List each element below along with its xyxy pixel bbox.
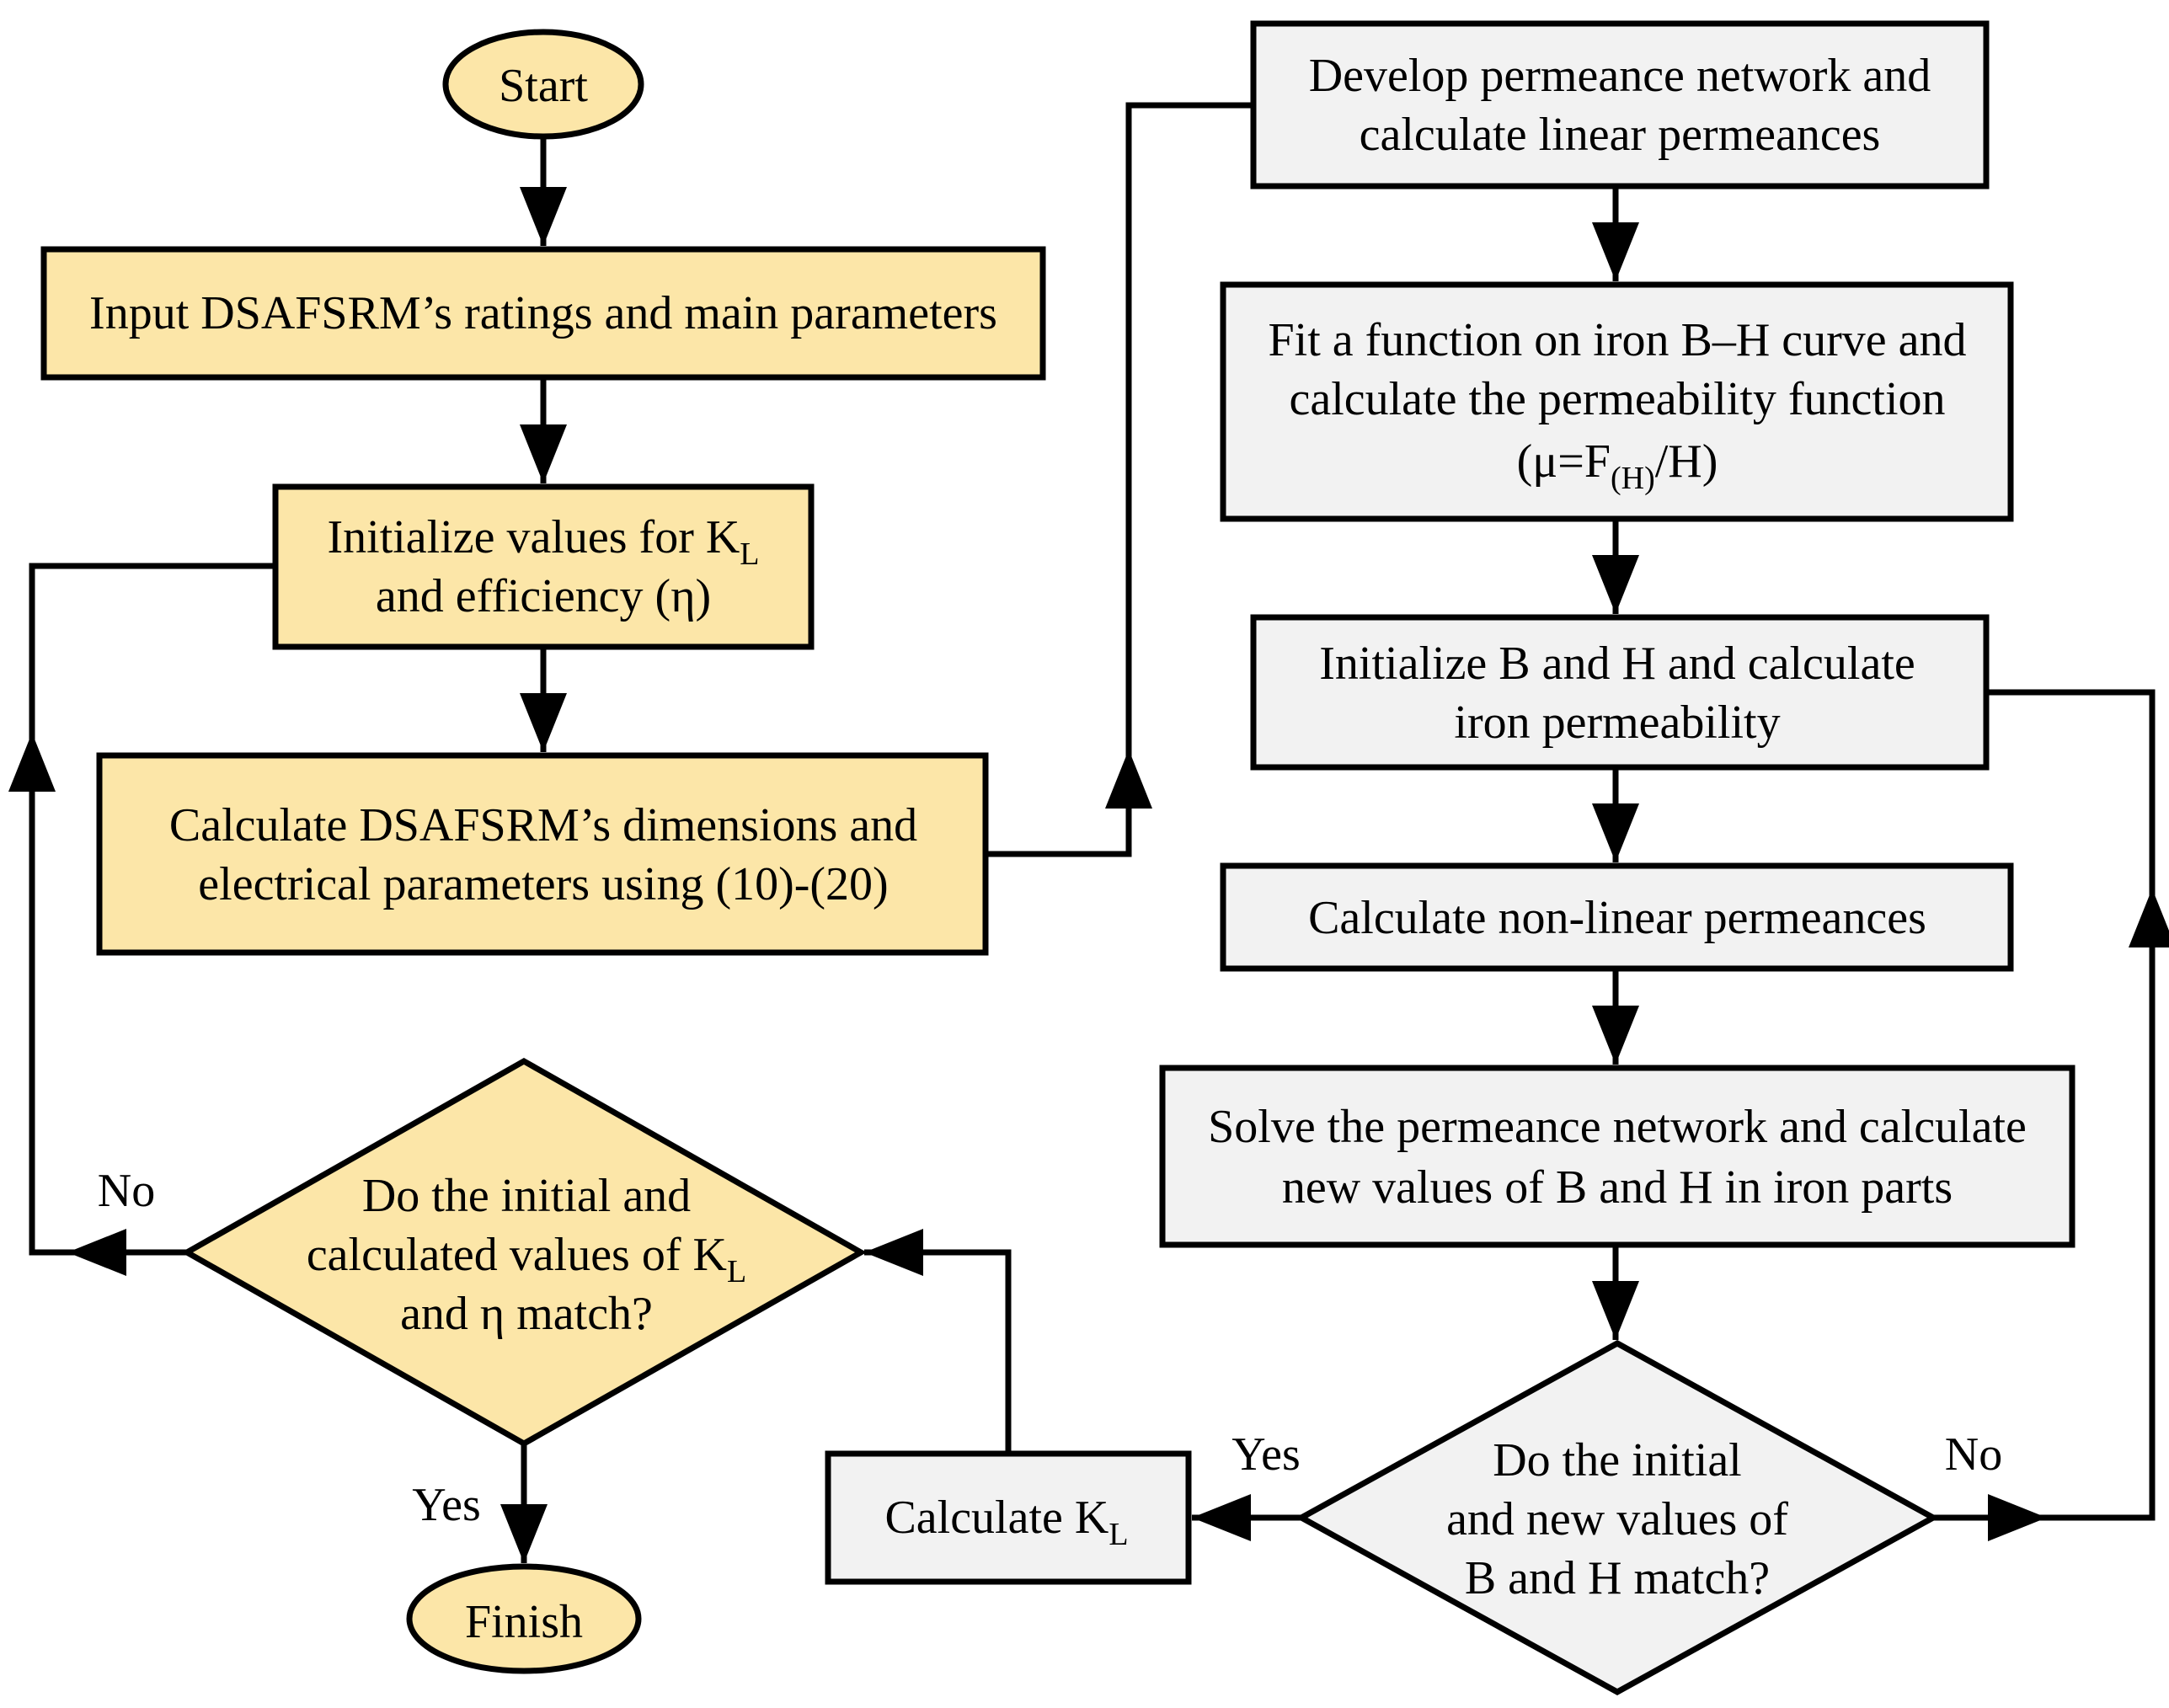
kl-decision-line3: and η match? (400, 1288, 653, 1340)
fit-line3-subscript: (H) (1611, 461, 1655, 496)
fit-line2: calculate the permeability function (1290, 373, 1946, 425)
init-kl-line1-text: Initialize values for K (327, 511, 740, 563)
input-ratings-label: Input DSAFSRM’s ratings and main paramet… (89, 287, 997, 339)
bh-decision-line2: and new values of (1446, 1493, 1788, 1545)
init-bh-box (1250, 614, 1990, 771)
kl-decision-line2-text: calculated values of K (307, 1229, 727, 1281)
arrow-calckl-to-kldecision (864, 1249, 1012, 1454)
calc-kl-subscript: L (1109, 1517, 1128, 1552)
connectors (8, 102, 2169, 1563)
fit-line3: (μ=F(H)/H) (1517, 435, 1718, 496)
fit-line3-a: (μ=F (1517, 435, 1611, 488)
start-label: Start (499, 60, 588, 112)
arrow-left-to-init (29, 563, 275, 741)
fit-line1: Fit a function on iron B–H curve and (1269, 314, 1967, 366)
calc-dimensions-box (96, 752, 989, 956)
finish-terminal (406, 1563, 642, 1674)
calc-kl-label: Calculate KL (884, 1492, 1128, 1552)
calc-dimensions-line2: electrical parameters using (10)-(20) (198, 858, 888, 910)
init-kl-line1: Initialize values for KL (327, 511, 759, 572)
init-kl-box (272, 483, 815, 650)
arrow-kldecision-no-loop (29, 754, 187, 1256)
arrow-calc-to-develop (986, 748, 1132, 857)
bh-decision-line1: Do the initial (1493, 1434, 1742, 1486)
fit-line3-b: /H) (1655, 435, 1718, 488)
kl-decision-line1: Do the initial and (362, 1170, 691, 1222)
kl-decision-no-label: No (98, 1165, 155, 1217)
calc-kl-text: Calculate K (884, 1492, 1109, 1544)
kl-decision-yes-label: Yes (412, 1479, 480, 1531)
init-kl-line1-subscript: L (740, 536, 759, 572)
bh-decision-no-label: No (1945, 1428, 2002, 1481)
init-kl-line2: and efficiency (η) (376, 570, 711, 622)
input-ratings-box (40, 246, 1046, 381)
kl-decision-line2-subscript: L (727, 1254, 746, 1289)
arrow-no-loop-to-initbh (1986, 689, 2156, 889)
calc-dimensions-line1: Calculate DSAFSRM’s dimensions and (169, 799, 917, 851)
kl-decision-line2: calculated values of KL (307, 1229, 746, 1289)
develop-line1: Develop permeance network and (1309, 50, 1931, 102)
nonlinear-label: Calculate non-linear permeances (1308, 892, 1926, 944)
bh-match-decision (1295, 1340, 1940, 1695)
solve-line2: new values of B and H in iron parts (1282, 1161, 1953, 1214)
develop-line2: calculate linear permeances (1360, 109, 1881, 161)
finish-label: Finish (465, 1596, 583, 1648)
arrow-up-to-develop (1125, 102, 1253, 750)
init-bh-line2: iron permeability (1454, 697, 1780, 749)
solve-line1: Solve the permeance network and calculat… (1208, 1101, 2027, 1153)
init-bh-line1: Initialize B and H and calculate (1319, 638, 1915, 690)
bh-decision-yes-label: Yes (1231, 1428, 1300, 1481)
bh-decision-line3: B and H match? (1465, 1552, 1770, 1604)
calc-kl-box (825, 1450, 1192, 1585)
solve-network-box (1159, 1065, 2076, 1248)
develop-network-box (1250, 20, 1990, 189)
